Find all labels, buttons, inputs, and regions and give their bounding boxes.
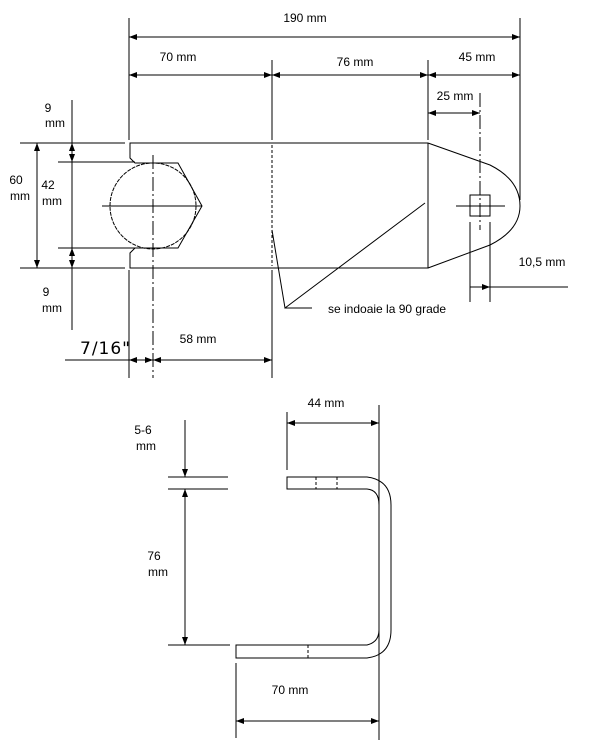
label-25: 25 mm: [437, 89, 474, 103]
side-view: 44 mm 5-6 mm 76 mm 70 mm: [134, 396, 392, 740]
label-60: 60: [9, 173, 23, 187]
label-5-6-unit: mm: [136, 439, 156, 453]
label-42-unit: mm: [42, 194, 62, 208]
label-9-top-unit: mm: [45, 116, 65, 130]
label-76: 76 mm: [337, 55, 374, 69]
label-44: 44 mm: [308, 396, 345, 410]
bent-bracket: [235, 476, 392, 659]
label-45: 45 mm: [459, 50, 496, 64]
label-9-bottom-unit: mm: [42, 301, 62, 315]
label-76-side-unit: mm: [148, 565, 168, 579]
label-9-top: 9: [45, 101, 52, 115]
label-60-unit: mm: [10, 189, 30, 203]
label-76-side: 76: [147, 549, 161, 563]
label-9-bottom: 9: [43, 285, 50, 299]
label-bolt-size: 7/16": [80, 339, 131, 359]
top-view: 190 mm 70 mm 76 mm 45 mm 25 mm 10,5 mm 9…: [9, 11, 568, 378]
label-5-6: 5-6: [134, 423, 152, 437]
label-58: 58 mm: [180, 332, 217, 346]
label-70-side: 70 mm: [272, 683, 309, 697]
label-70: 70 mm: [160, 50, 197, 64]
label-42: 42: [41, 178, 55, 192]
label-190: 190 mm: [283, 11, 326, 25]
bend-note: se indoaie la 90 grade: [328, 302, 446, 316]
label-10-5: 10,5 mm: [519, 255, 566, 269]
